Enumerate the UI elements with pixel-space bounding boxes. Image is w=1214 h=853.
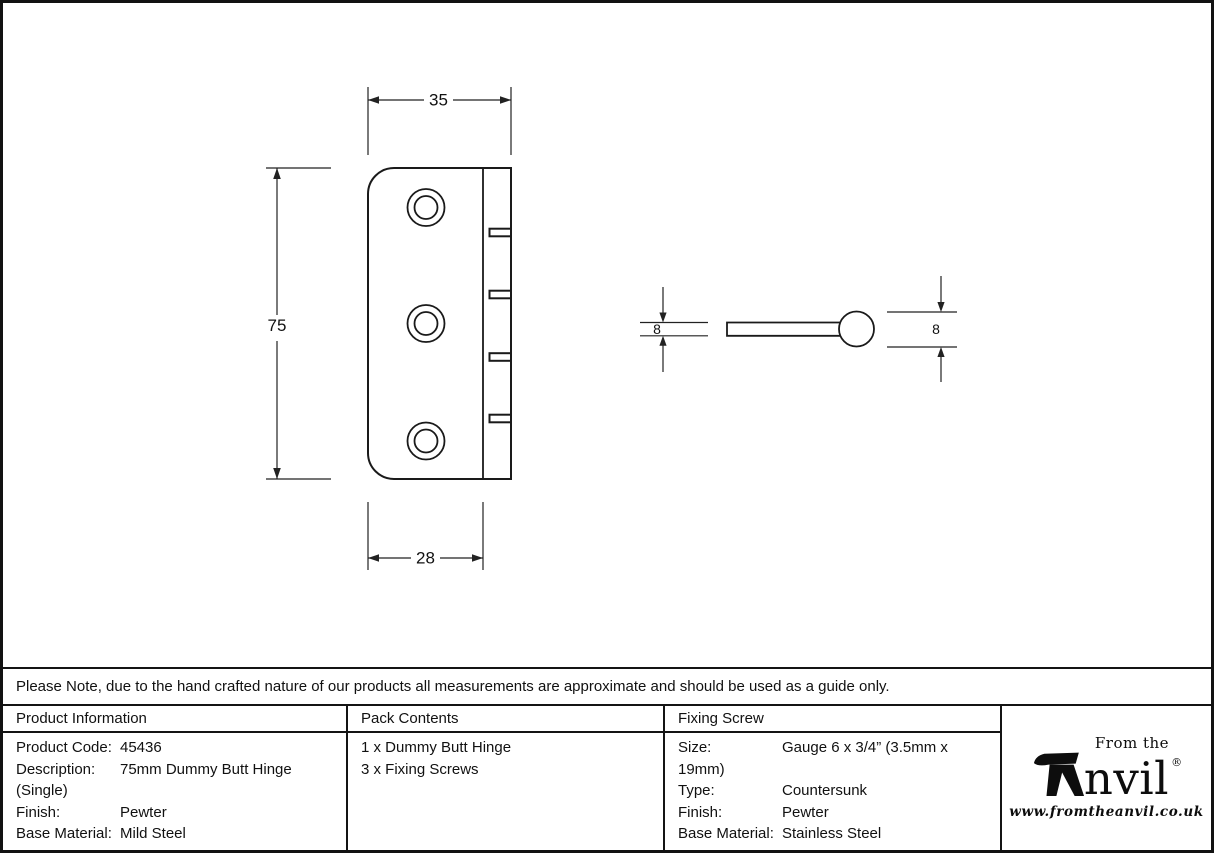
pack-contents-item: 3 x Fixing Screws bbox=[361, 760, 479, 778]
side-knuckle-circle bbox=[838, 310, 875, 348]
dimension-label-28: 28 bbox=[416, 549, 435, 568]
knuckle-notch bbox=[488, 413, 512, 424]
from-the-anvil-logo: nvil® From the www.fromtheanvil.co.uk bbox=[1009, 736, 1204, 821]
table-row: Base Material: Mild Steel bbox=[16, 823, 342, 845]
row-value: Mild Steel bbox=[120, 825, 186, 842]
screw-hole-inner bbox=[413, 195, 439, 220]
logo-wordmark: nvil® From the bbox=[1031, 736, 1182, 801]
table-row: Finish: Pewter bbox=[678, 802, 996, 824]
screw-hole-outer bbox=[406, 188, 446, 227]
logo-brand-text: nvil bbox=[1083, 752, 1170, 805]
brand-logo-cell: nvil® From the www.fromtheanvil.co.uk bbox=[1002, 706, 1211, 850]
dimension-label-8-left: 8 bbox=[653, 321, 661, 337]
dimension-label-75: 75 bbox=[268, 316, 287, 335]
row-value: Pewter bbox=[782, 803, 829, 821]
pack-contents-item: 1 x Dummy Butt Hinge bbox=[361, 739, 512, 756]
table-row: Type: Countersunk bbox=[678, 780, 996, 802]
table-row: Product Code: 45436 bbox=[16, 737, 342, 759]
dimension-leaf-width-28: 28 bbox=[367, 502, 484, 570]
dimension-knuckle-8: 8 bbox=[887, 276, 957, 382]
product-information-header: Product Information bbox=[3, 706, 348, 733]
screw-hole-inner bbox=[413, 428, 439, 454]
dimension-height-75: 75 bbox=[266, 167, 331, 480]
side-leaf-profile bbox=[726, 321, 840, 337]
info-table: Product Information Pack Contents Fixing… bbox=[3, 706, 1211, 850]
row-value: Countersunk bbox=[782, 782, 868, 799]
row-label: Type: bbox=[678, 782, 715, 799]
knuckle-notch bbox=[488, 227, 512, 238]
screw-hole-outer bbox=[406, 304, 446, 343]
measurement-note: Please Note, due to the hand crafted nat… bbox=[3, 667, 1211, 706]
fixing-screw-header: Fixing Screw bbox=[665, 706, 1002, 733]
knuckle-notch bbox=[488, 352, 512, 362]
hinge-side-view bbox=[726, 310, 875, 348]
table-row: Size:Gauge 6 x 3/4” (3.5mm x 19mm) bbox=[678, 737, 996, 780]
row-label: Size: bbox=[678, 739, 712, 756]
dimension-thickness-8: 8 bbox=[640, 287, 708, 372]
row-label: Product Code: bbox=[16, 739, 112, 756]
dimension-label-8-right: 8 bbox=[932, 321, 940, 337]
table-row: Finish: Pewter bbox=[16, 802, 342, 824]
pack-contents-header-text: Pack Contents bbox=[361, 710, 459, 727]
table-row: Description:75mm Dummy Butt Hinge (Singl… bbox=[16, 759, 342, 802]
registered-mark: ® bbox=[1171, 756, 1183, 769]
screw-hole-outer bbox=[406, 421, 446, 461]
pack-contents-header: Pack Contents bbox=[348, 706, 665, 733]
measurement-note-text: Please Note, due to the hand crafted nat… bbox=[16, 678, 890, 695]
row-label: Description: bbox=[16, 760, 96, 778]
row-value: 45436 bbox=[120, 739, 162, 756]
hinge-front-view bbox=[367, 167, 512, 480]
row-value: Stainless Steel bbox=[782, 825, 882, 842]
technical-drawing: 35 75 28 bbox=[266, 87, 957, 570]
knuckle-notch bbox=[488, 289, 512, 300]
row-value: Pewter bbox=[120, 803, 167, 821]
row-value: 75mm Dummy Butt Hinge (Single) bbox=[16, 760, 292, 800]
row-label: Base Material: bbox=[678, 825, 774, 842]
anvil-icon bbox=[1033, 752, 1084, 796]
row-value: Gauge 6 x 3/4” (3.5mm x 19mm) bbox=[678, 739, 948, 778]
pack-contents-body: 1 x Dummy Butt Hinge 3 x Fixing Screws bbox=[348, 733, 665, 850]
logo-prefix-text: From the bbox=[1094, 734, 1170, 752]
row-label: Finish: bbox=[16, 803, 61, 821]
dimension-width-35: 35 bbox=[367, 87, 512, 155]
product-information-body: Product Code: 45436 Description:75mm Dumm… bbox=[3, 733, 348, 850]
product-information-header-text: Product Information bbox=[16, 710, 147, 727]
table-row: Base Material: Stainless Steel bbox=[678, 823, 996, 845]
row-label: Finish: bbox=[678, 803, 723, 821]
hinge-leaf-outline bbox=[367, 167, 512, 480]
logo-website-url: www.fromtheanvil.co.uk bbox=[1009, 804, 1204, 820]
row-label: Base Material: bbox=[16, 825, 112, 842]
fixing-screw-body: Size:Gauge 6 x 3/4” (3.5mm x 19mm) Type:… bbox=[665, 733, 1002, 850]
dimension-label-35: 35 bbox=[429, 91, 448, 110]
screw-hole-inner bbox=[413, 311, 439, 336]
fixing-screw-header-text: Fixing Screw bbox=[678, 710, 764, 727]
